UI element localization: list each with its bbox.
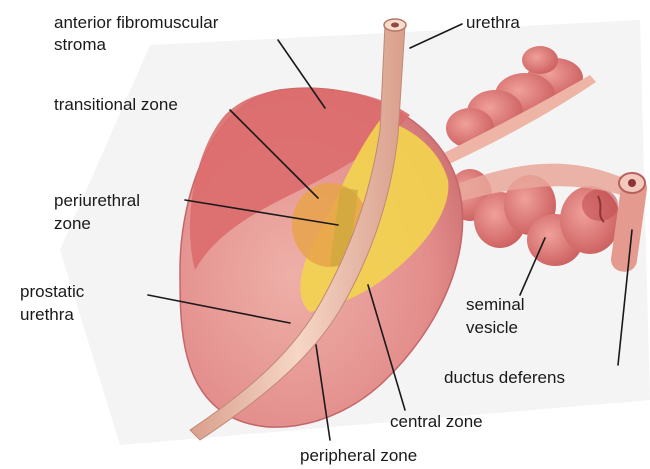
label-peripheral-zone: peripheral zone	[300, 446, 417, 465]
label-urethra: urethra	[466, 13, 520, 32]
label-prostatic-urethra-line2: urethra	[20, 305, 74, 324]
label-seminal-vesicle-line1: seminal	[466, 295, 525, 314]
label-periurethral-line2: zone	[54, 214, 91, 233]
label-prostatic-urethra-line1: prostatic	[20, 282, 85, 301]
label-transitional-zone: transitional zone	[54, 95, 178, 114]
label-central-zone: central zone	[390, 412, 483, 431]
label-periurethral-line1: periurethral	[54, 191, 140, 210]
label-anterior-stroma-line2: stroma	[54, 35, 107, 54]
label-anterior-stroma-line1: anterior fibromuscular	[54, 13, 219, 32]
label-ductus-deferens: ductus deferens	[444, 368, 565, 387]
label-seminal-vesicle-line2: vesicle	[466, 318, 518, 337]
